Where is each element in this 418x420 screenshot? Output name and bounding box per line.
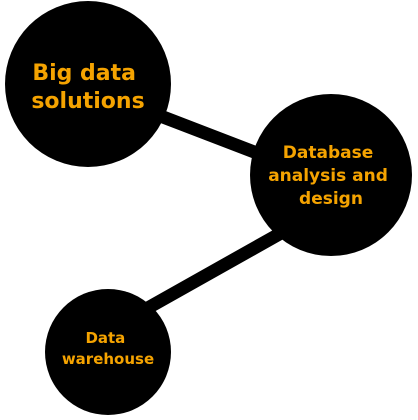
node-label-warehouse-line-1: Data [85, 329, 125, 347]
node-big-data[interactable]: Big data solutions [5, 1, 171, 167]
node-label-database-line-3: design [299, 189, 363, 209]
node-circle-warehouse [45, 289, 171, 415]
node-label-warehouse-line-2: warehouse [62, 350, 154, 368]
svg-text:Database analysis and: Database analysis and design [268, 143, 394, 209]
svg-text:Data warehouse: Data warehouse [62, 329, 154, 368]
node-warehouse[interactable]: Data warehouse [45, 289, 171, 415]
node-circle-database [250, 94, 412, 256]
node-label-big-data-line-2: solutions [31, 89, 144, 114]
edge-database-to-warehouse [123, 221, 297, 325]
node-label-database-line-1: Database [283, 143, 373, 163]
node-circle-big-data [5, 1, 171, 167]
svg-text:Big data solutions: Big data solutions [31, 61, 144, 114]
node-label-database-line-2: analysis and [268, 166, 388, 186]
node-database[interactable]: Database analysis and design [250, 94, 412, 256]
node-label-big-data-line-1: Big data [32, 61, 136, 86]
